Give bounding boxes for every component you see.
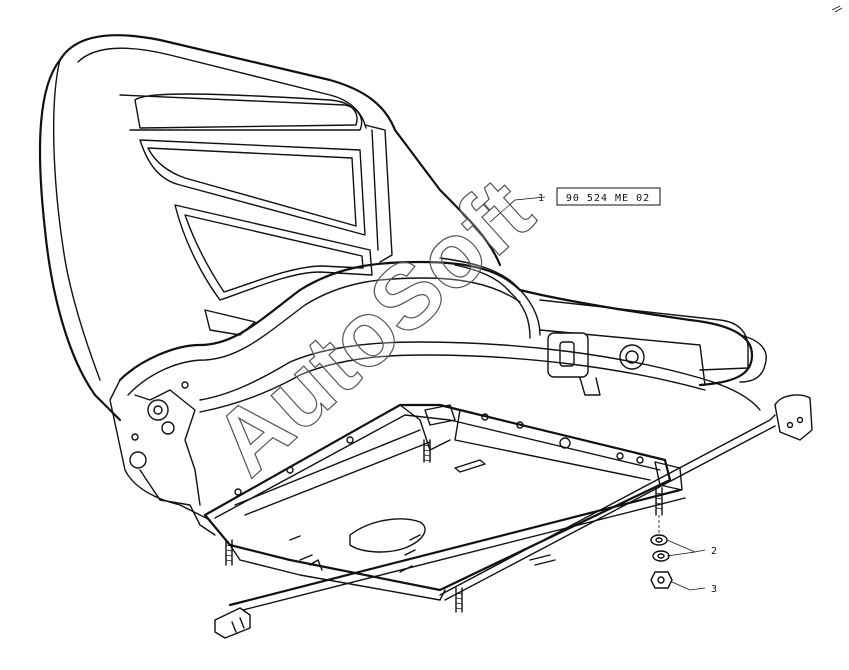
seat-backrest: [38, 34, 502, 422]
recliner-mechanism: [109, 379, 216, 536]
mounting-studs: [225, 439, 663, 613]
hex-nut-icon: [650, 571, 673, 589]
callout-1: 1 90 524 ME 02: [538, 187, 661, 206]
seat-cushion: [118, 257, 767, 413]
part-code-label: 90 524 ME 02: [566, 193, 650, 204]
corner-mark: [831, 5, 843, 13]
callout-number-3: 3: [711, 584, 717, 595]
recliner-knob-icon: [147, 399, 169, 421]
washers-and-nut: [650, 515, 673, 589]
callout-number-1: 1: [538, 193, 544, 204]
part-code-box: [556, 187, 661, 206]
seat-base-frame: [203, 394, 813, 639]
lumbar-switch-icon: [547, 332, 589, 378]
adjust-knob-icon: [619, 344, 645, 370]
callout-number-2: 2: [711, 546, 717, 557]
callout-leaders: [489, 196, 706, 591]
washer-icon: [650, 534, 668, 546]
lock-washer-icon: [652, 550, 670, 562]
